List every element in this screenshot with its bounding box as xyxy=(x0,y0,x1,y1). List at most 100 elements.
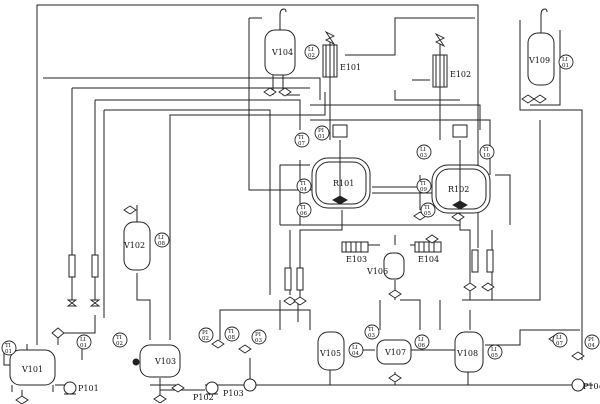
instrument-ti08: TI 08 xyxy=(224,326,240,342)
label-p101: P101 xyxy=(78,384,99,393)
svg-text:05: 05 xyxy=(424,211,431,217)
svg-text:PI: PI xyxy=(255,332,261,338)
svg-text:TI: TI xyxy=(368,327,374,333)
instruments: TI 01 LI 01 LI 08 LI 02 LI 01 TI 02 xyxy=(1,44,600,360)
exchanger-e103: E103 xyxy=(341,241,369,264)
instrument-pi04: PI 04 xyxy=(584,334,600,350)
instrument-pi01: PI 01 xyxy=(314,125,330,141)
svg-text:02: 02 xyxy=(308,53,315,59)
svg-text:LI: LI xyxy=(491,347,497,353)
label-e104: E104 xyxy=(418,255,439,264)
condenser-e102: E102 xyxy=(432,40,471,88)
instrument-ti09: TI 09 xyxy=(416,178,432,194)
vessel-v108: V108 xyxy=(454,331,484,373)
svg-text:03: 03 xyxy=(368,333,375,339)
instrument-li04: LI 04 xyxy=(348,342,364,358)
pump-p102: P102 xyxy=(193,381,219,402)
svg-text:LI: LI xyxy=(352,345,358,351)
pump-p101: P101 xyxy=(63,381,99,395)
instrument-ti07: TI 07 xyxy=(294,132,310,148)
exchanger-e104: E104 xyxy=(414,241,442,264)
label-v103: V103 xyxy=(154,357,176,366)
label-p102: P102 xyxy=(193,393,214,402)
svg-text:PI: PI xyxy=(318,128,324,134)
svg-text:08: 08 xyxy=(228,335,235,341)
svg-text:LI: LI xyxy=(556,335,562,341)
label-r102: R102 xyxy=(448,185,469,194)
svg-text:07: 07 xyxy=(556,341,563,347)
svg-text:04: 04 xyxy=(588,343,595,349)
svg-text:LI: LI xyxy=(158,235,164,241)
svg-text:01: 01 xyxy=(80,343,87,349)
label-r101: R101 xyxy=(333,179,354,188)
svg-text:03: 03 xyxy=(255,338,262,344)
label-v106: V106 xyxy=(366,267,388,276)
svg-text:TI: TI xyxy=(298,135,304,141)
svg-text:TI: TI xyxy=(300,205,306,211)
svg-text:01: 01 xyxy=(318,134,325,140)
svg-text:06: 06 xyxy=(300,211,307,217)
equipment: V101 V102 V103 V104 E101 xyxy=(9,8,600,402)
svg-text:02: 02 xyxy=(202,336,209,342)
instrument-ti04: TI 04 xyxy=(296,178,312,194)
drum-v103: V103 xyxy=(132,344,181,378)
svg-text:10: 10 xyxy=(483,153,490,159)
svg-text:03: 03 xyxy=(420,153,427,159)
label-p104: P104 xyxy=(583,382,600,391)
label-v102: V102 xyxy=(123,241,145,250)
svg-text:01: 01 xyxy=(562,63,569,69)
svg-text:07: 07 xyxy=(298,141,305,147)
label-v105: V105 xyxy=(319,349,341,358)
instrument-li05: LI 05 xyxy=(487,344,503,360)
svg-text:01: 01 xyxy=(5,349,12,355)
instrument-li01a: LI 01 xyxy=(76,334,92,350)
instrument-ti05: TI 05 xyxy=(420,202,436,218)
svg-text:TI: TI xyxy=(116,335,122,341)
label-v109: V109 xyxy=(528,56,550,65)
vessel-v107: V107 xyxy=(376,339,412,365)
pump-p104: P104 xyxy=(571,378,600,392)
svg-text:LI: LI xyxy=(562,57,568,63)
svg-text:04: 04 xyxy=(352,351,359,357)
instrument-li02: LI 02 xyxy=(304,44,320,60)
svg-text:LI: LI xyxy=(420,147,426,153)
svg-text:TI: TI xyxy=(424,205,430,211)
label-v107: V107 xyxy=(384,348,406,357)
svg-text:06: 06 xyxy=(418,343,425,349)
instrument-ti06: TI 06 xyxy=(296,202,312,218)
svg-text:TI: TI xyxy=(300,181,306,187)
svg-text:02: 02 xyxy=(116,341,123,347)
label-e103: E103 xyxy=(346,255,367,264)
vessel-v109: V109 xyxy=(527,8,555,86)
label-p103: P103 xyxy=(223,389,244,398)
vessel-v104: V104 xyxy=(264,8,296,76)
instrument-ti01: TI 01 xyxy=(1,340,17,356)
svg-text:04: 04 xyxy=(300,187,307,193)
instrument-ti10: TI 10 xyxy=(479,144,495,160)
svg-text:TI: TI xyxy=(228,329,234,335)
vessel-v106: V106 xyxy=(366,252,405,280)
pump-p103: P103 xyxy=(223,378,257,398)
piping xyxy=(3,4,593,400)
label-v108: V108 xyxy=(456,349,478,358)
reactor-r101: R101 xyxy=(311,124,371,209)
label-v104: V104 xyxy=(271,48,293,57)
svg-text:TI: TI xyxy=(5,343,11,349)
reactor-r102: R102 xyxy=(431,124,491,214)
tank-v101: V101 xyxy=(9,344,56,392)
vessel-v102: V102 xyxy=(123,205,151,271)
instrument-li03: LI 03 xyxy=(416,144,432,160)
label-e102: E102 xyxy=(450,70,471,79)
instrument-pi02: PI 02 xyxy=(198,327,214,343)
instrument-li01b: LI 01 xyxy=(558,54,574,70)
svg-text:PI: PI xyxy=(588,337,594,343)
instrument-li06: LI 06 xyxy=(414,334,430,350)
instrument-li08: LI 08 xyxy=(154,232,170,248)
svg-text:05: 05 xyxy=(491,353,498,359)
label-e101: E101 xyxy=(340,63,361,72)
instrument-li07: LI 07 xyxy=(552,332,568,348)
vessel-v105: V105 xyxy=(317,331,345,371)
svg-text:09: 09 xyxy=(420,187,427,193)
svg-text:PI: PI xyxy=(202,330,208,336)
